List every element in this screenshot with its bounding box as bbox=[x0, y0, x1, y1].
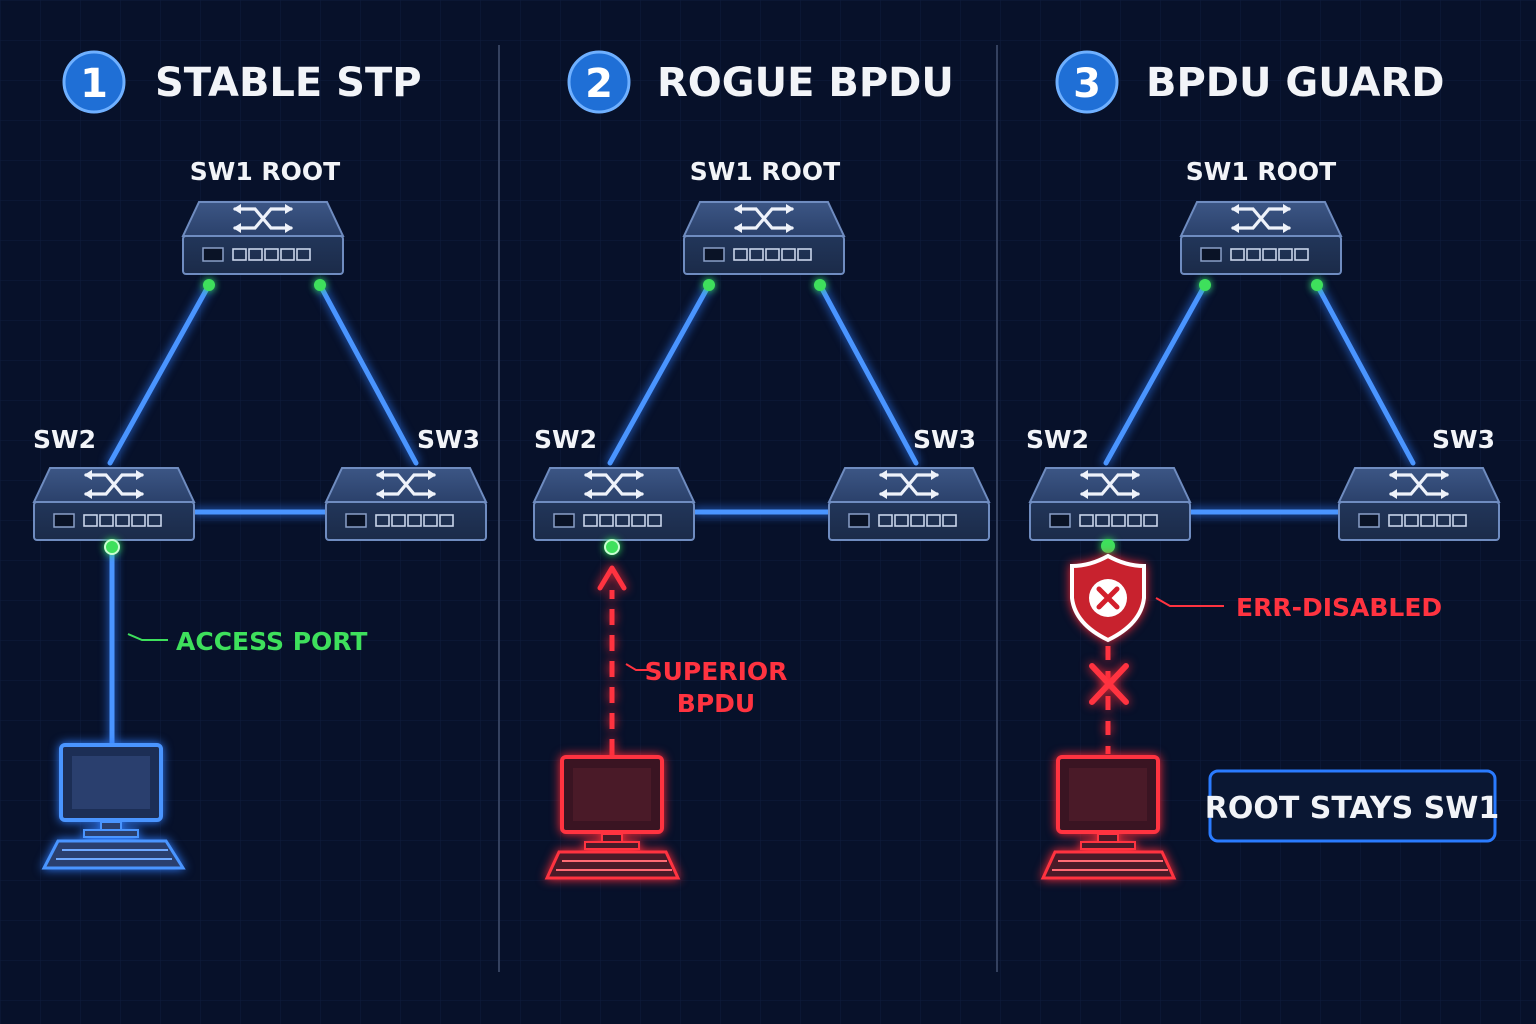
switch-label-sw2: SW2 bbox=[534, 425, 597, 454]
result-box bbox=[1208, 769, 1497, 843]
step-badge bbox=[567, 50, 631, 114]
link-sw1-sw3 bbox=[317, 282, 419, 466]
annotation-leader bbox=[127, 633, 168, 641]
switch-label-sw2: SW2 bbox=[1026, 425, 1089, 454]
annotation-leader bbox=[1155, 597, 1224, 607]
link-sw1-sw2 bbox=[107, 282, 212, 466]
annotation-bpdu: BPDU bbox=[677, 689, 755, 718]
port-led bbox=[203, 279, 215, 291]
network-switch-icon bbox=[324, 466, 488, 542]
desktop-computer-icon bbox=[1040, 755, 1177, 880]
port-led bbox=[1101, 539, 1115, 553]
switch-label-sw2: SW2 bbox=[33, 425, 96, 454]
network-switch-icon bbox=[1179, 200, 1343, 276]
switch-label-root: SW1 ROOT bbox=[1186, 157, 1337, 186]
network-switch-icon bbox=[32, 466, 196, 542]
panel-title: BPDU GUARD bbox=[1146, 60, 1444, 106]
network-switch-icon bbox=[1337, 466, 1501, 542]
x-mark-icon bbox=[1089, 663, 1129, 705]
link-sw1-sw2 bbox=[1103, 282, 1208, 466]
link-sw1-sw3 bbox=[1314, 282, 1416, 466]
network-switch-icon bbox=[682, 200, 846, 276]
result-text: ROOT STAYS SW1 bbox=[1205, 791, 1499, 826]
port-led bbox=[604, 539, 620, 555]
switch-label-sw3: SW3 bbox=[913, 425, 976, 454]
step-number: 1 bbox=[80, 61, 108, 107]
step-number: 3 bbox=[1073, 61, 1101, 107]
panel-bpdu-guard: 3 BPDU GUARD SW1 ROOT SW2 SW3 ERR-DISABL… bbox=[1026, 50, 1501, 880]
step-badge bbox=[62, 50, 126, 114]
shield-x-icon bbox=[1070, 553, 1146, 643]
network-switch-icon bbox=[181, 200, 345, 276]
superior-bpdu-arrow bbox=[597, 565, 627, 755]
switch-label-root: SW1 ROOT bbox=[690, 157, 841, 186]
port-led bbox=[1199, 279, 1211, 291]
network-switch-icon bbox=[1028, 466, 1192, 542]
network-switch-icon bbox=[532, 466, 696, 542]
annotation-err-disabled: ERR-DISABLED bbox=[1236, 593, 1442, 622]
panel-rogue-bpdu: 2 ROGUE BPDU SW1 ROOT SW2 SW3 SUPERIOR B… bbox=[532, 50, 991, 880]
port-led bbox=[814, 279, 826, 291]
panel-title: ROGUE BPDU bbox=[657, 60, 954, 106]
panel-title: STABLE STP bbox=[155, 60, 422, 106]
panel-stable-stp: 1 STABLE STP SW1 ROOT SW2 SW3 ACCESS POR… bbox=[32, 50, 488, 870]
switch-label-sw3: SW3 bbox=[417, 425, 480, 454]
port-led bbox=[104, 539, 120, 555]
annotation-superior: SUPERIOR bbox=[645, 657, 788, 686]
port-led bbox=[314, 279, 326, 291]
link-sw1-sw3 bbox=[817, 282, 919, 466]
port-led bbox=[703, 279, 715, 291]
desktop-computer-icon bbox=[41, 743, 186, 870]
port-led bbox=[1311, 279, 1323, 291]
annotation-leader bbox=[625, 663, 652, 671]
annotation-access-port: ACCESS PORT bbox=[176, 627, 367, 656]
desktop-computer-icon bbox=[544, 755, 681, 880]
switch-label-root: SW1 ROOT bbox=[190, 157, 341, 186]
step-number: 2 bbox=[585, 61, 613, 107]
network-switch-icon bbox=[827, 466, 991, 542]
step-badge bbox=[1055, 50, 1119, 114]
link-sw1-sw2 bbox=[607, 282, 712, 466]
switch-label-sw3: SW3 bbox=[1432, 425, 1495, 454]
